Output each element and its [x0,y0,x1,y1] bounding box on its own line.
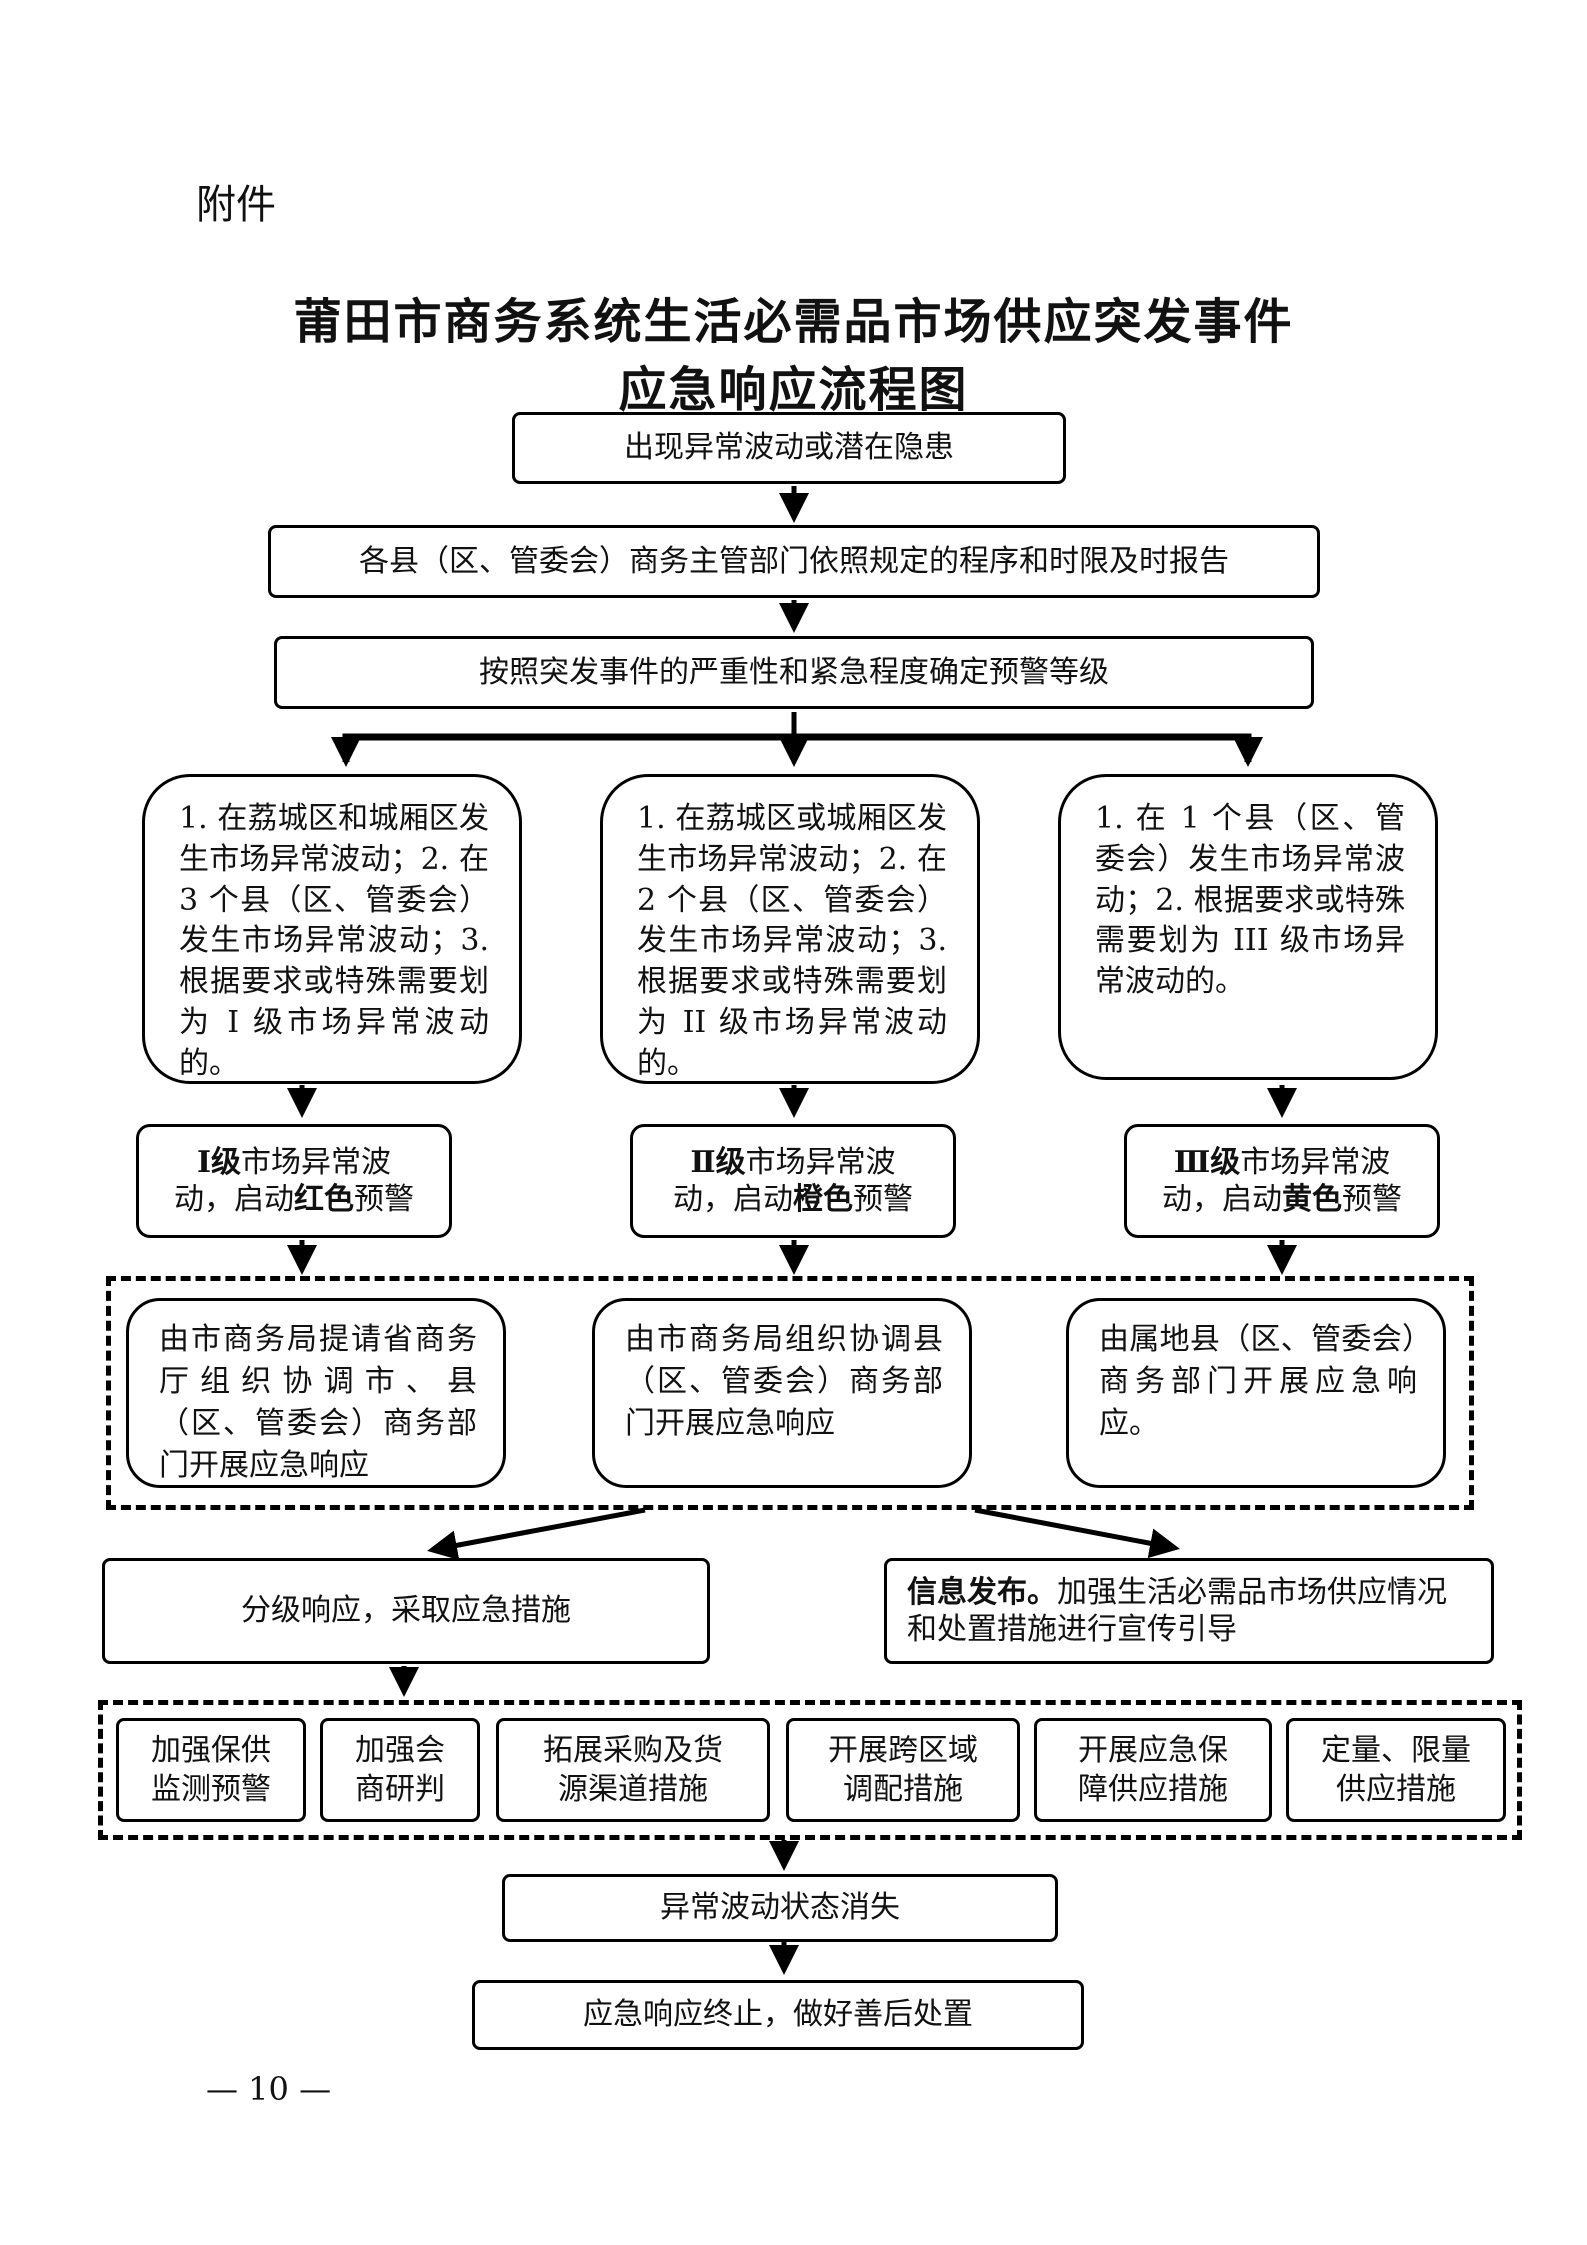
arrow-to-info [974,1507,1180,1559]
measure-6-line-1: 定量、限量 [1321,1733,1471,1768]
level-3-warning: Ⅲ级市场异常波 动，启动黄色预警 [1124,1124,1440,1238]
measure-2-line-2: 商研判 [355,1772,445,1807]
page-number: — 10 — [206,2070,332,2108]
level-3-text: 市场异常波 [1240,1144,1391,1180]
condition-level-3: 1. 在 1 个县（区、管委会）发生市场异常波动；2. 根据要求或特殊需要划为 … [1058,774,1438,1080]
condition-level-1: 1. 在荔城区和城厢区发生市场异常波动；2. 在 3 个县（区、管委会）发生市场… [142,774,522,1084]
page-title: 莆田市商务系统生活必需品市场供应突发事件 [293,294,1294,350]
measure-4-line-1: 开展跨区域 [828,1733,978,1768]
info-release-label: 信息发布。 [907,1574,1057,1610]
level-1-text-2: 动，启动 [174,1182,294,1217]
level-1-text: 市场异常波 [241,1144,392,1180]
measure-3-line-2: 源渠道措施 [558,1772,708,1807]
measure-1-line-2: 监测预警 [151,1772,271,1807]
step-determine-warning-level: 按照突发事件的严重性和紧急程度确定预警等级 [274,636,1314,709]
info-release-text: 加强生活必需品市场供应情况和处置措施进行宣传引导 [907,1574,1447,1648]
measure-5-line-2: 障供应措施 [1078,1772,1228,1807]
measure-2-line-1: 加强会 [355,1733,445,1768]
info-release-box: 信息发布。加强生活必需品市场供应情况和处置措施进行宣传引导 [884,1558,1494,1664]
level-2-color: 橙色 [793,1182,853,1217]
condition-level-2: 1. 在荔城区或城厢区发生市场异常波动；2. 在 2 个县（区、管委会）发生市场… [600,774,980,1084]
abnormal-state-gone: 异常波动状态消失 [502,1874,1058,1942]
response-terminated: 应急响应终止，做好善后处置 [472,1980,1084,2050]
level-2-text: 市场异常波 [745,1144,896,1180]
level-2-text-2: 动，启动 [673,1182,793,1217]
measure-1-line-1: 加强保供 [151,1733,271,1768]
measure-3-line-1: 拓展采购及货 [543,1733,723,1768]
level-3-color: 黄色 [1282,1182,1342,1217]
level-1-warning: Ⅰ级市场异常波 动，启动红色预警 [136,1124,452,1238]
measure-monitoring-warning: 加强保供监测预警 [116,1718,306,1822]
arrow-to-graded [427,1507,646,1561]
level-1-text-3: 预警 [354,1182,414,1217]
measure-6-line-2: 供应措施 [1336,1772,1456,1807]
measure-5-line-1: 开展应急保 [1078,1733,1228,1768]
measure-cross-region: 开展跨区域调配措施 [786,1718,1020,1822]
level-2-label: Ⅱ级 [690,1144,746,1180]
measure-4-line-2: 调配措施 [843,1772,963,1807]
level-3-label: Ⅲ级 [1173,1144,1241,1180]
attachment-label: 附件 [196,182,276,228]
level-1-color: 红色 [294,1182,354,1217]
measure-consultation: 加强会商研判 [320,1718,480,1822]
level-3-text-3: 预警 [1342,1182,1402,1217]
level-2-warning: Ⅱ级市场异常波 动，启动橙色预警 [630,1124,956,1238]
graded-response-box: 分级响应，采取应急措施 [102,1558,710,1664]
level-2-text-3: 预警 [853,1182,913,1217]
page-subtitle: 应急响应流程图 [618,362,969,418]
step-county-report: 各县（区、管委会）商务主管部门依照规定的程序和时限及时报告 [268,525,1320,598]
measure-rationed-supply: 定量、限量供应措施 [1286,1718,1506,1822]
level-3-text-2: 动，启动 [1162,1182,1282,1217]
step-abnormal-fluctuation: 出现异常波动或潜在隐患 [512,412,1066,484]
measures-dashed-frame [98,1700,1522,1840]
response-level-3: 由属地县（区、管委会）商务部门开展应急响应。 [1066,1298,1446,1488]
level-1-label: Ⅰ级 [196,1144,242,1180]
measure-emergency-supply: 开展应急保障供应措施 [1034,1718,1272,1822]
response-level-1: 由市商务局提请省商务厅组织协调市、县（区、管委会）商务部门开展应急响应 [126,1298,506,1488]
branch-bar [342,733,1252,762]
measure-procurement-channels: 拓展采购及货源渠道措施 [496,1718,770,1822]
response-level-2: 由市商务局组织协调县（区、管委会）商务部门开展应急响应 [592,1298,972,1488]
response-group-dashed-frame [106,1276,1474,1510]
